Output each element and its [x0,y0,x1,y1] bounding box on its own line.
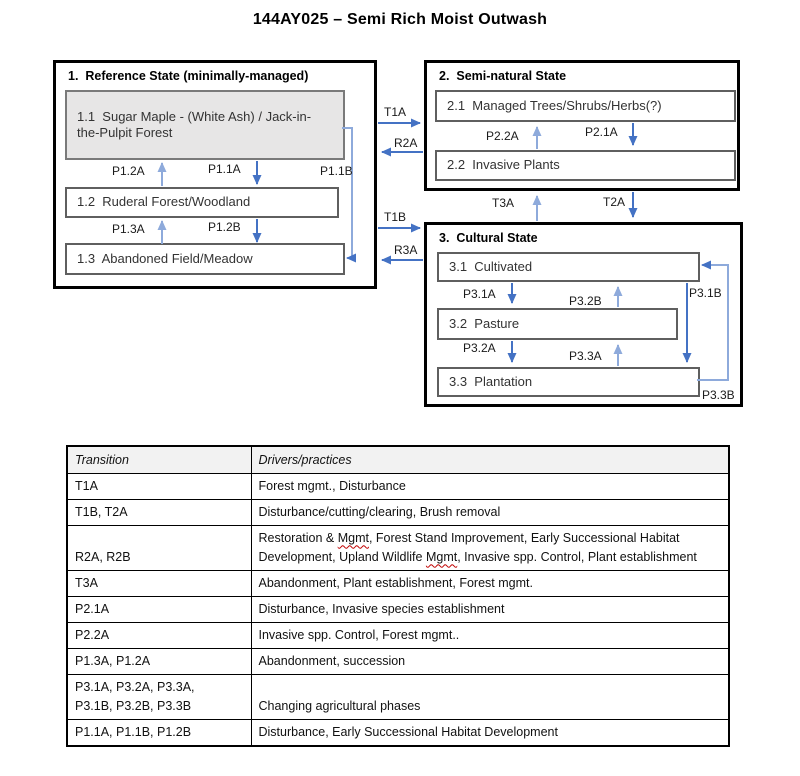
arrow-label-p3-1a: P3.1A [463,287,496,301]
community-label: 1.1 Sugar Maple - (White Ash) / Jack-in-… [77,108,312,140]
drivers-cell: Restoration & Mgmt, Forest Stand Improve… [250,524,730,571]
transition-cell: P1.3A, P1.2A [66,647,252,675]
community-1-3: 1.3 Abandoned Field/Meadow [65,243,345,275]
drivers-text: , Forest Stand Improvement, Early Succes… [258,530,680,564]
arrow-label-p3-2b: P3.2B [569,294,602,308]
state-title: 2. Semi-natural State [439,69,567,83]
community-label: 3.2 Pasture [449,315,520,331]
transition-cell: P2.1A [66,595,252,623]
table-row: P1.3A, P1.2A Abandonment, succession [66,647,730,675]
arrow-label-p1-2b: P1.2B [208,220,241,234]
drivers-text: , Invasive spp. Control, Plant establish… [457,549,697,564]
state-box-reference: 1. Reference State (minimally-managed) 1… [53,60,377,289]
community-1-1: 1.1 Sugar Maple - (White Ash) / Jack-in-… [65,90,345,160]
drivers-column-header: Drivers/practices [250,445,730,474]
arrow-label-p3-3b: P3.3B [702,388,735,402]
community-label: 2.1 Managed Trees/Shrubs/Herbs(?) [447,97,662,113]
drivers-cell: Disturbance/cutting/clearing, Brush remo… [250,498,730,526]
arrow-label-t1a: T1A [384,105,407,119]
arrow-label-p1-1a: P1.1A [208,162,241,176]
drivers-text: Disturbance, Early Successional Habitat … [258,724,558,739]
state-box-cultural: 3. Cultural State 3.1 Cultivated 3.2 Pas… [424,222,743,407]
drivers-text: Invasive spp. Control, Forest mgmt.. [258,627,460,642]
arrow-label-p1-2a: P1.2A [112,164,145,178]
state-transition-diagram: 1. Reference State (minimally-managed) 1… [53,60,743,407]
community-label: 3.3 Plantation [449,373,533,389]
transition-cell: T3A [66,569,252,597]
drivers-cell: Disturbance, Early Successional Habitat … [250,718,730,746]
drivers-text: Restoration & [258,530,338,545]
transition-cell: R2A, R2B [66,524,252,571]
table-header-row: Transition Drivers/practices [66,445,730,474]
drivers-cell: Abandonment, Plant establishment, Forest… [250,569,730,597]
drivers-text: Disturbance, Invasive species establishm… [258,601,505,616]
arrow-label-t1b: T1B [384,210,407,224]
state-title: 3. Cultural State [439,231,538,245]
drivers-text: Abandonment, Plant establishment, Forest… [258,575,533,590]
arrow-label-p3-2a: P3.2A [463,341,496,355]
arrow-label-t2a: T2A [603,195,626,209]
drivers-text: Changing agricultural phases [258,698,421,713]
drivers-cell: Changing agricultural phases [250,673,730,720]
community-3-2: 3.2 Pasture [437,308,678,340]
table-header: Transition Drivers/practices [66,445,730,474]
arrow-label-r2a: R2A [394,136,418,150]
drivers-cell: Invasive spp. Control, Forest mgmt.. [250,621,730,649]
misspelled-word: Mgmt [425,549,458,564]
transitions-table: Transition Drivers/practices T1A Forest m… [66,445,730,747]
community-label: 1.2 Ruderal Forest/Woodland [77,194,251,210]
table-row: T3A Abandonment, Plant establishment, For… [66,569,730,597]
transition-cell: P1.1A, P1.1B, P1.2B [66,718,252,746]
transition-cell: T1A [66,472,252,500]
transition-cell: T1B, T2A [66,498,252,526]
community-label: 2.2 Invasive Plants [447,157,560,173]
table-row: T1B, T2A Disturbance/cutting/clearing, Br… [66,498,730,526]
community-3-3: 3.3 Plantation [437,367,700,397]
community-label: 1.3 Abandoned Field/Meadow [77,250,253,266]
community-1-2: 1.2 Ruderal Forest/Woodland [65,187,339,218]
transition-column-header: Transition [66,445,252,474]
table-row: P2.2A Invasive spp. Control, Forest mgmt.… [66,621,730,649]
arrow-label-p3-3a: P3.3A [569,349,602,363]
drivers-cell: Disturbance, Invasive species establishm… [250,595,730,623]
community-2-2: 2.2 Invasive Plants [435,150,736,181]
arrow-label-t3a: T3A [492,196,515,210]
transition-cell: P2.2A [66,621,252,649]
table-row: P1.1A, P1.1B, P1.2B Disturbance, Early Su… [66,718,730,746]
table-row: P3.1A, P3.2A, P3.3A, P3.1B, P3.2B, P3.3B… [66,673,730,720]
drivers-text: Forest mgmt., Disturbance [258,478,406,493]
drivers-text: Disturbance/cutting/clearing, Brush remo… [258,504,501,519]
arrow-label-p1-3a: P1.3A [112,222,145,236]
table-row: P2.1A Disturbance, Invasive species estab… [66,595,730,623]
community-label: 3.1 Cultivated [449,258,533,274]
table-row: T1A Forest mgmt., Disturbance [66,472,730,500]
drivers-cell: Abandonment, succession [250,647,730,675]
state-title: 1. Reference State (minimally-managed) [68,69,309,83]
arrow-label-p2-2a: P2.2A [486,129,519,143]
arrow-label-p3-1b: P3.1B [689,286,722,300]
community-3-1: 3.1 Cultivated [437,252,700,282]
state-box-semi-natural: 2. Semi-natural State 2.1 Managed Trees/… [424,60,740,191]
arrow-label-r3a: R3A [394,243,418,257]
arrow-label-p2-1a: P2.1A [585,125,618,139]
arrow-label-p1-1b: P1.1B [320,164,353,178]
drivers-cell: Forest mgmt., Disturbance [250,472,730,500]
community-2-1: 2.1 Managed Trees/Shrubs/Herbs(?) [435,90,736,122]
page-title: 144AY025 – Semi Rich Moist Outwash [252,11,548,28]
drivers-text: Abandonment, succession [258,653,406,668]
transition-cell: P3.1A, P3.2A, P3.3A, P3.1B, P3.2B, P3.3B [66,673,252,720]
misspelled-word: Mgmt [337,530,369,545]
